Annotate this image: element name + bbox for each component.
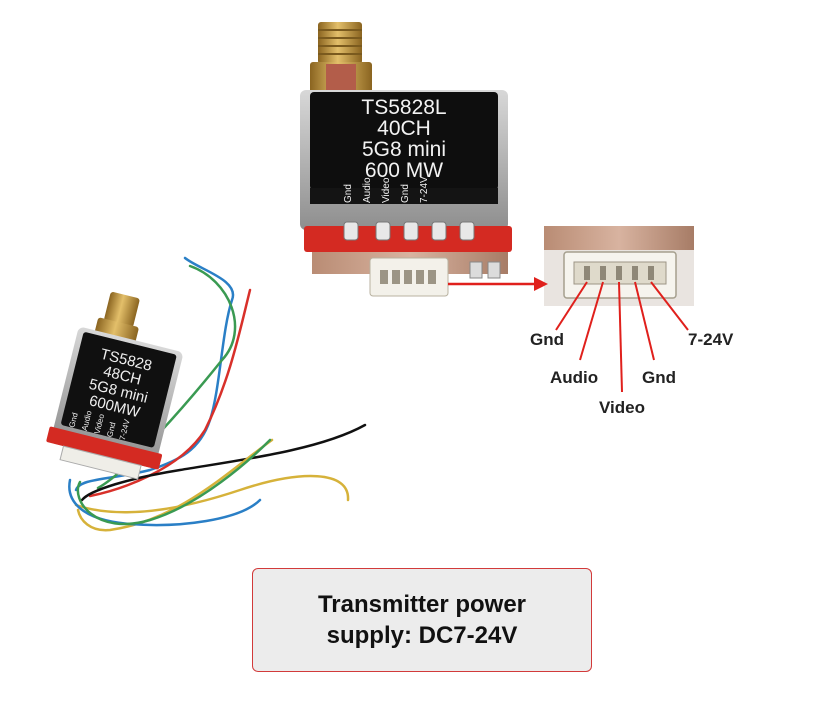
pointer-arrow [448,277,548,291]
main-pin-label-2: Audio [362,177,373,203]
main-pin-label-3: Video [381,177,392,203]
caption-box: Transmitter power supply: DC7-24V [252,568,592,672]
main-label-line-4: 600 MW [365,159,443,182]
small-pin-label-1: Gnd [67,412,79,429]
pin-label-audio: Audio [550,368,599,387]
main-pin-label-5: 7-24V [419,176,430,203]
small-pin-label-4: Gnd [105,421,117,438]
pin-label-power: 7-24V [688,330,734,349]
main-pin-label-1: Gnd [343,184,354,203]
pin-label-gnd-left: Gnd [530,330,564,349]
pin-label-video: Video [599,398,645,417]
pin-label-gnd-right: Gnd [642,368,676,387]
small-module-body [46,327,183,480]
module-label [310,92,498,190]
caption-line-1: Transmitter power [317,591,527,618]
main-pin-label-4: Gnd [400,184,411,203]
caption-line-2: supply: DC7-24V [326,622,518,649]
main-label-line-3: 5G8 mini [362,138,446,161]
pin-leader-lines [555,281,689,393]
main-label-line-1: TS5828L [361,96,446,119]
main-label-line-2: 40CH [377,117,431,140]
